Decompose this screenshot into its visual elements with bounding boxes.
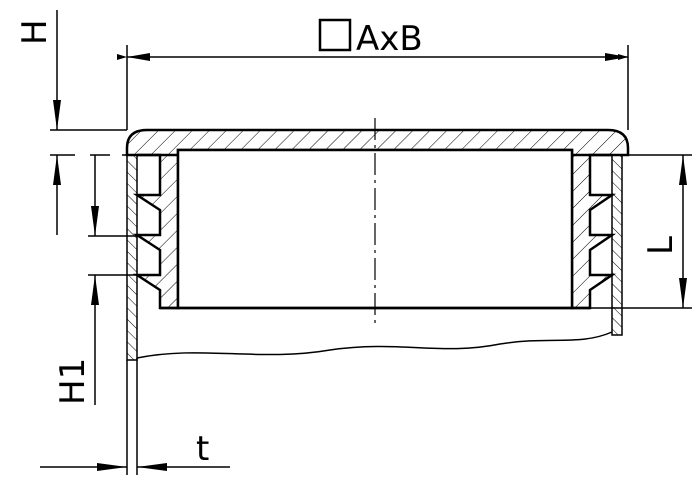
label-axb: AxB [356,19,423,59]
dimension-t [40,358,230,475]
dimension-axb [117,18,629,130]
label-l: L [641,236,681,255]
dimension-h1 [88,155,137,405]
label-h: H [15,19,55,45]
label-h1: H1 [53,358,93,405]
square-symbol-icon [318,18,352,52]
cap-body [125,128,630,310]
dimension-h [50,10,127,235]
dimension-l [590,154,692,309]
label-t: t [196,429,209,469]
